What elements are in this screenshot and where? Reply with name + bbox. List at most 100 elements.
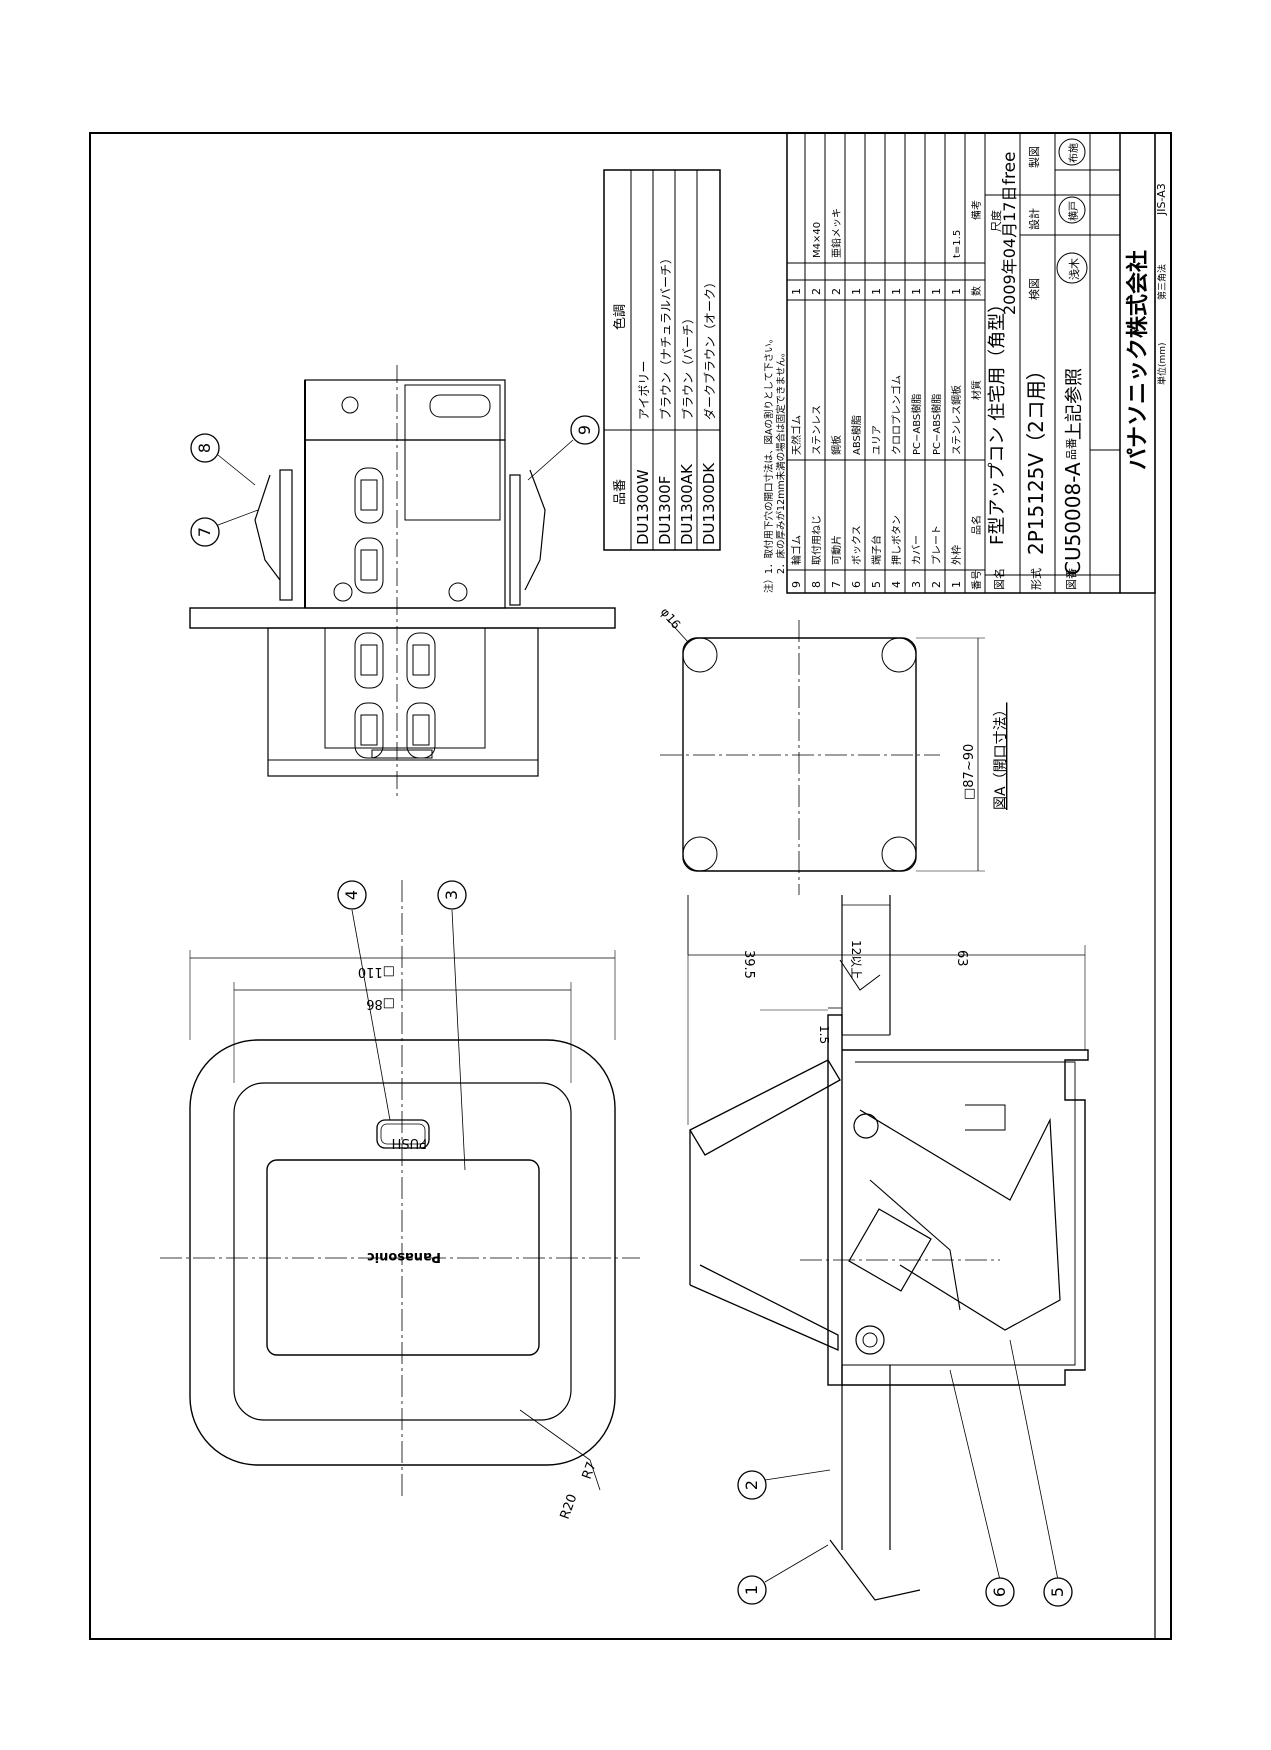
part-name: 押しボタン xyxy=(890,515,903,565)
balloon-label-1: 1 xyxy=(742,1585,761,1595)
company-name: パナソニック株式会社 xyxy=(1125,250,1151,470)
part-qty: 1 xyxy=(890,288,903,295)
label-kenzu: 検図 xyxy=(1027,278,1041,300)
stamp-1-text: 浅木 xyxy=(1068,258,1081,280)
part-qty: 1 xyxy=(870,288,883,295)
approval-stamp-3 xyxy=(1058,138,1086,166)
color-table-rows: DU1300WアイボリーDU1300Fブラウン（ナチュラルバーチ）DU1300A… xyxy=(634,252,718,545)
balloon-8 xyxy=(190,433,220,463)
color-row-part: DU1300DK xyxy=(700,462,718,545)
part-name: 可動片 xyxy=(830,535,843,565)
part-name: 外枠 xyxy=(950,545,963,565)
parts-header-remark: 備考 xyxy=(970,200,983,220)
label-zuban: 図番 xyxy=(1065,568,1078,590)
part-material: ABS樹脂 xyxy=(850,415,863,455)
part-qty: 1 xyxy=(950,288,963,295)
note-1: 注）1．取付用下穴の開口寸法は、図Aの割りとして下さい。 xyxy=(763,334,775,593)
part-name: ボックス xyxy=(851,525,863,565)
part-reference: 上記参照 xyxy=(1064,368,1085,440)
balloon-5 xyxy=(1043,1577,1073,1607)
dim-12-over-label: 12以上 xyxy=(849,940,863,979)
part-remark: t=1.5 xyxy=(952,230,963,258)
label-sekkei: 設計 xyxy=(1027,208,1041,230)
parts-header-no: 番号 xyxy=(971,570,983,590)
balloon-7 xyxy=(190,517,220,547)
part-remark: 亜鉛メッキ xyxy=(830,208,843,258)
part-name: カバー xyxy=(911,535,923,565)
label-katashiki: 形式 xyxy=(1030,568,1043,590)
color-row-color: ブラウン（ナチュラルバーチ） xyxy=(658,252,673,420)
part-no: 2 xyxy=(930,581,943,588)
part-qty: 1 xyxy=(910,288,923,295)
label-seizu: 製図 xyxy=(1027,146,1041,168)
part-no: 6 xyxy=(850,581,863,588)
balloon-6 xyxy=(985,1577,1015,1607)
balloon-label-6: 6 xyxy=(990,1587,1009,1597)
units-note: 単位(mm) xyxy=(1156,342,1168,385)
part-qty: 1 xyxy=(790,288,803,295)
part-material: PC−ABS樹脂 xyxy=(910,394,923,455)
color-table: 品番 色調 xyxy=(603,169,721,551)
balloon-leaders xyxy=(217,439,1059,1583)
part-no: 5 xyxy=(870,581,883,588)
label-hinban: 品番 xyxy=(1065,438,1078,460)
color-table-header-part: 品番 xyxy=(613,479,628,505)
balloon-label-9: 9 xyxy=(575,425,594,435)
approval-stamp-2 xyxy=(1058,196,1086,224)
part-name: プレート xyxy=(931,525,943,565)
part-no: 1 xyxy=(950,581,963,588)
dim-63-label: 63 xyxy=(954,950,969,967)
fig-a-caption: 図A（開口寸法） xyxy=(993,702,1009,810)
dim-phi16-label: φ16 xyxy=(658,605,684,632)
dim-39-5-label: 39.5 xyxy=(741,950,756,979)
drawing-notes: 注）1．取付用下穴の開口寸法は、図Aの割りとして下さい。 2．床の厚みが12mm… xyxy=(763,334,787,593)
part-remark: M4×40 xyxy=(812,222,823,258)
paper-size: JIS-A3 xyxy=(1155,183,1168,216)
front-inner-frame xyxy=(233,1082,572,1421)
dim-86-label: □86 xyxy=(366,996,395,1011)
product-name: F型アップコン 住宅用（角型） xyxy=(987,295,1008,545)
note-2: 2．床の厚みが12mm未満の場合は固定できません。 xyxy=(775,348,787,593)
part-material: 天然ゴム xyxy=(790,415,803,455)
front-view-text: PUSH Panasonic □110 □86 R20 R7 xyxy=(358,964,600,1521)
balloon-label-2: 2 xyxy=(742,1480,761,1490)
drawing-number: CU50008-A xyxy=(1061,462,1085,575)
color-row-part: DU1300AK xyxy=(678,463,696,545)
dim-hole-label: □87~90 xyxy=(962,744,977,800)
color-row-part: DU1300W xyxy=(634,469,652,545)
dim-110-label: □110 xyxy=(358,964,395,979)
color-table-header-color: 色調 xyxy=(612,304,628,330)
projection-note: 第三角法 xyxy=(1156,264,1168,300)
color-row-color: ダークブラウン（オーク） xyxy=(702,276,717,420)
scale-label: 尺度 xyxy=(989,210,1003,232)
part-no: 9 xyxy=(790,581,803,588)
part-name: 端子台 xyxy=(870,535,883,565)
part-name: 輪ゴム xyxy=(790,535,803,565)
parts-list-table xyxy=(786,132,1156,594)
push-button xyxy=(376,1119,430,1149)
drawing-date: 2009年04月17日 xyxy=(1000,186,1019,315)
balloon-label-7: 7 xyxy=(195,527,214,537)
balloon-label-8: 8 xyxy=(195,443,214,453)
part-qty: 2 xyxy=(810,288,823,295)
dim-1-5-label: 1.5 xyxy=(817,1025,831,1044)
stamp-2-text: 横戸 xyxy=(1067,201,1080,221)
parts-header-material: 材質 xyxy=(970,380,983,400)
part-material: ユリア xyxy=(872,425,883,455)
part-no: 8 xyxy=(810,581,823,588)
part-material: ステンレス xyxy=(812,405,823,455)
balloon-4 xyxy=(337,880,367,910)
section-view-text: 39.5 63 1.5 12以上 xyxy=(741,940,969,1044)
part-material: PC−ABS樹脂 xyxy=(930,394,943,455)
part-material: 鋼板 xyxy=(830,435,843,455)
parts-header-name: 品名 xyxy=(970,515,983,535)
balloon-2 xyxy=(737,1470,767,1500)
balloon-label-5: 5 xyxy=(1048,1587,1067,1597)
approval-stamp-1 xyxy=(1056,252,1088,284)
title-block: F型アップコン 住宅用（角型） 2P15125V（2コ用） CU50008-A … xyxy=(987,138,1168,590)
color-row-color: ブラウン（バーチ） xyxy=(680,312,695,420)
section-view xyxy=(687,895,1089,1601)
part-material: ステンレス鋼板 xyxy=(950,385,963,455)
